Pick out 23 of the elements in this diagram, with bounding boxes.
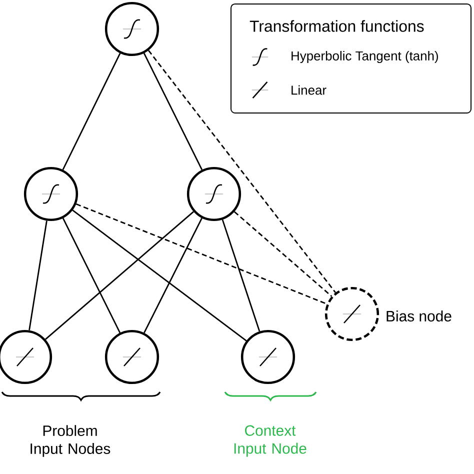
connection-line [62,218,121,334]
neuron-circle [24,166,78,222]
connection-line [222,219,260,332]
connection-line [72,210,247,342]
connection-line [76,203,328,305]
connection-line [148,50,336,294]
connection-line [234,211,332,297]
legend-title: Transformation functions [250,20,424,32]
legend-label: Hyperbolic Tangent (tanh) [292,50,438,64]
connection-line [62,52,121,170]
neuron-circle [104,330,160,384]
neuron-circle [186,166,242,222]
connection-line [45,211,194,340]
node-caption: Bias node [386,310,452,322]
legend-label: Linear [292,85,326,95]
group-label: Context Input Node [234,425,306,457]
connection-line [28,220,48,330]
group-label: Problem Input Nodes [30,425,110,457]
neuron-circle [240,330,296,384]
neuron-circle [104,2,160,56]
connection-line [143,52,203,170]
connection-line [144,218,202,334]
neuron-circle [324,286,380,342]
